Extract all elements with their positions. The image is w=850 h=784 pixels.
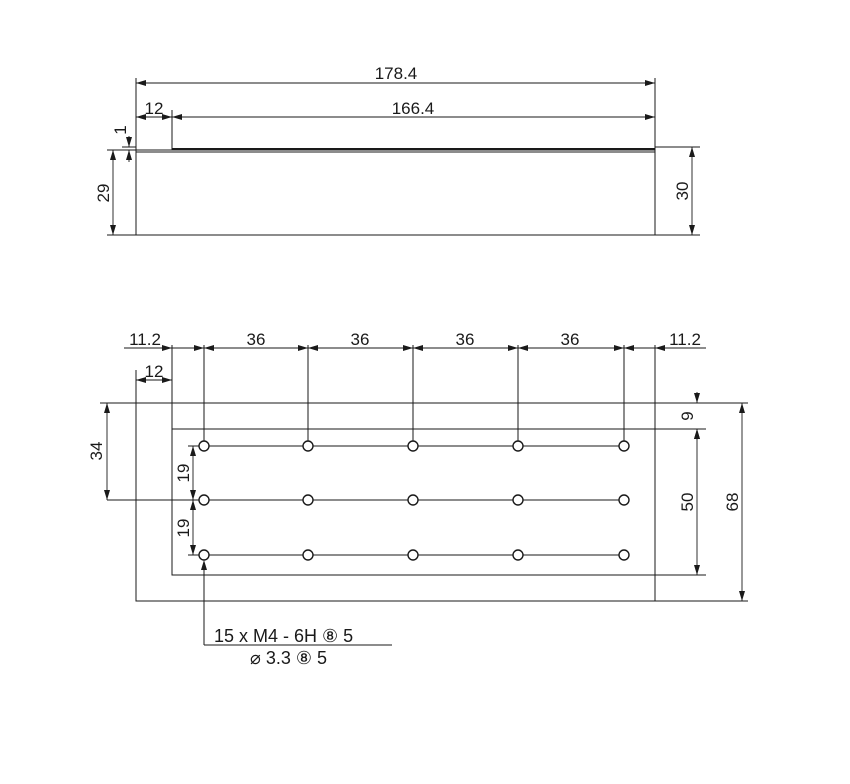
dim-center-height-label: 34 <box>87 442 106 461</box>
dim-row-pitch-1-label: 19 <box>174 464 193 483</box>
mounting-hole <box>512 440 524 452</box>
top-view: 178.4 12 166.4 1 29 30 <box>94 64 700 236</box>
dim-left-height-label: 29 <box>94 184 113 203</box>
top-view-body <box>135 149 656 236</box>
hole-grid <box>198 440 630 561</box>
dim-inner-height-label: 50 <box>678 493 697 512</box>
mounting-hole <box>198 549 210 561</box>
dim-plan-inset-offset-label: 12 <box>145 362 164 381</box>
mounting-hole <box>302 549 314 561</box>
mounting-hole <box>407 440 419 452</box>
mounting-hole <box>407 549 419 561</box>
mounting-hole <box>512 549 524 561</box>
mounting-hole <box>198 494 210 506</box>
callout-thread-spec: 15 x M4 - 6H ⑧ 5 <box>214 626 353 646</box>
mounting-hole <box>512 494 524 506</box>
callout-drill-spec: ⌀ 3.3 ⑧ 5 <box>250 648 327 668</box>
dim-inset-length-label: 166.4 <box>392 99 435 118</box>
plan-outer-body <box>135 402 656 602</box>
mounting-hole <box>302 494 314 506</box>
dim-overall-height-label: 68 <box>723 493 742 512</box>
dim-top-offset-label: 9 <box>678 411 697 420</box>
dim-right-margin-label: 11.2 <box>669 330 701 349</box>
mounting-hole <box>618 440 630 452</box>
mounting-hole <box>618 494 630 506</box>
mounting-hole <box>618 549 630 561</box>
bottom-view: 11.2 36 36 36 36 11.2 12 34 19 19 <box>87 330 748 668</box>
dim-left-margin-label: 11.2 <box>129 330 161 349</box>
dim-pitch-1-label: 36 <box>247 330 266 349</box>
mounting-hole <box>198 440 210 452</box>
dim-row-pitch-2-label: 19 <box>174 519 193 538</box>
dim-pitch-2-label: 36 <box>351 330 370 349</box>
dim-pitch-4-label: 36 <box>561 330 580 349</box>
mounting-hole <box>407 494 419 506</box>
dim-overall-length-label: 178.4 <box>375 64 418 83</box>
dim-inset-offset-label: 12 <box>145 99 164 118</box>
dim-right-height-label: 30 <box>673 182 692 201</box>
mounting-hole <box>302 440 314 452</box>
dim-step-height-label: 1 <box>111 125 130 134</box>
dim-pitch-3-label: 36 <box>456 330 475 349</box>
